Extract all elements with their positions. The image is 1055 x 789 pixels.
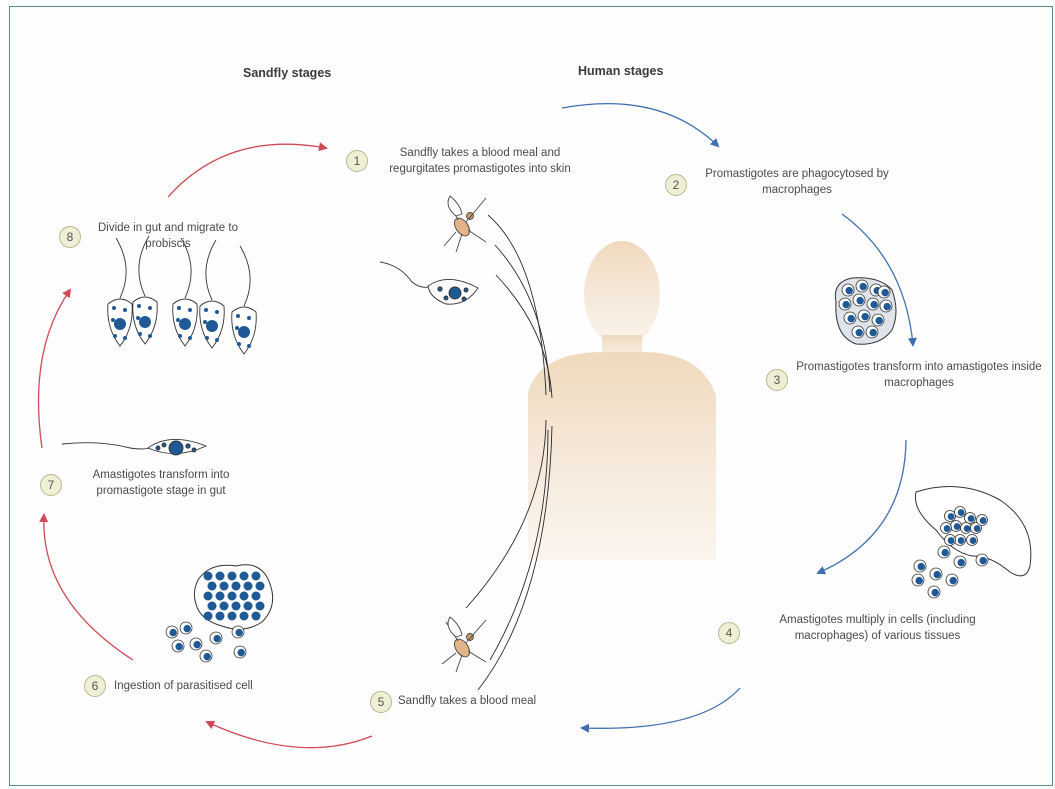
step-5-number: 5 — [370, 691, 392, 713]
infected-macrophage — [835, 278, 896, 344]
arrow-3-to-4 — [818, 440, 906, 573]
promastigote-skin — [380, 262, 478, 304]
promastigotes-dividing — [108, 236, 257, 354]
arrow-7-to-8 — [39, 290, 71, 448]
header-human-stages: Human stages — [578, 64, 663, 78]
tissue-cell — [915, 487, 1030, 576]
arrow-5-to-6 — [207, 722, 372, 748]
step-4-text: Amastigotes multiply in cells (including… — [745, 612, 1010, 644]
step-8-number: 8 — [59, 226, 81, 248]
free-amastigotes-ingested — [166, 622, 246, 662]
header-sandfly-stages: Sandfly stages — [243, 66, 331, 80]
promastigote-gut — [62, 439, 206, 455]
step-7-number: 7 — [40, 474, 62, 496]
step-5-text: Sandfly takes a blood meal — [398, 693, 568, 709]
step-2-text: Promastigotes are phagocytosed by macrop… — [692, 166, 902, 198]
step-6-text: Ingestion of parasitised cell — [114, 678, 284, 694]
sandfly-top — [444, 196, 486, 252]
arrow-4-to-5 — [582, 688, 740, 728]
step-3-text: Promastigotes transform into amastigotes… — [790, 359, 1048, 391]
arrow-6-to-7 — [44, 515, 133, 660]
parasitised-cell — [194, 565, 272, 629]
step-1-text: Sandfly takes a blood meal and regurgita… — [380, 145, 580, 177]
step-1-number: 1 — [346, 150, 368, 172]
arrow-8-to-1 — [168, 144, 326, 197]
human-silhouette — [528, 241, 716, 560]
arrow-1-to-2 — [562, 104, 718, 146]
step-3-number: 3 — [766, 369, 788, 391]
step-2-number: 2 — [665, 174, 687, 196]
step-7-text: Amastigotes transform into promastigote … — [66, 467, 256, 499]
step-4-number: 4 — [718, 622, 740, 644]
step-8-text: Divide in gut and migrate to probiscis — [88, 220, 248, 252]
sandfly-bottom — [442, 617, 486, 672]
step-6-number: 6 — [84, 675, 106, 697]
